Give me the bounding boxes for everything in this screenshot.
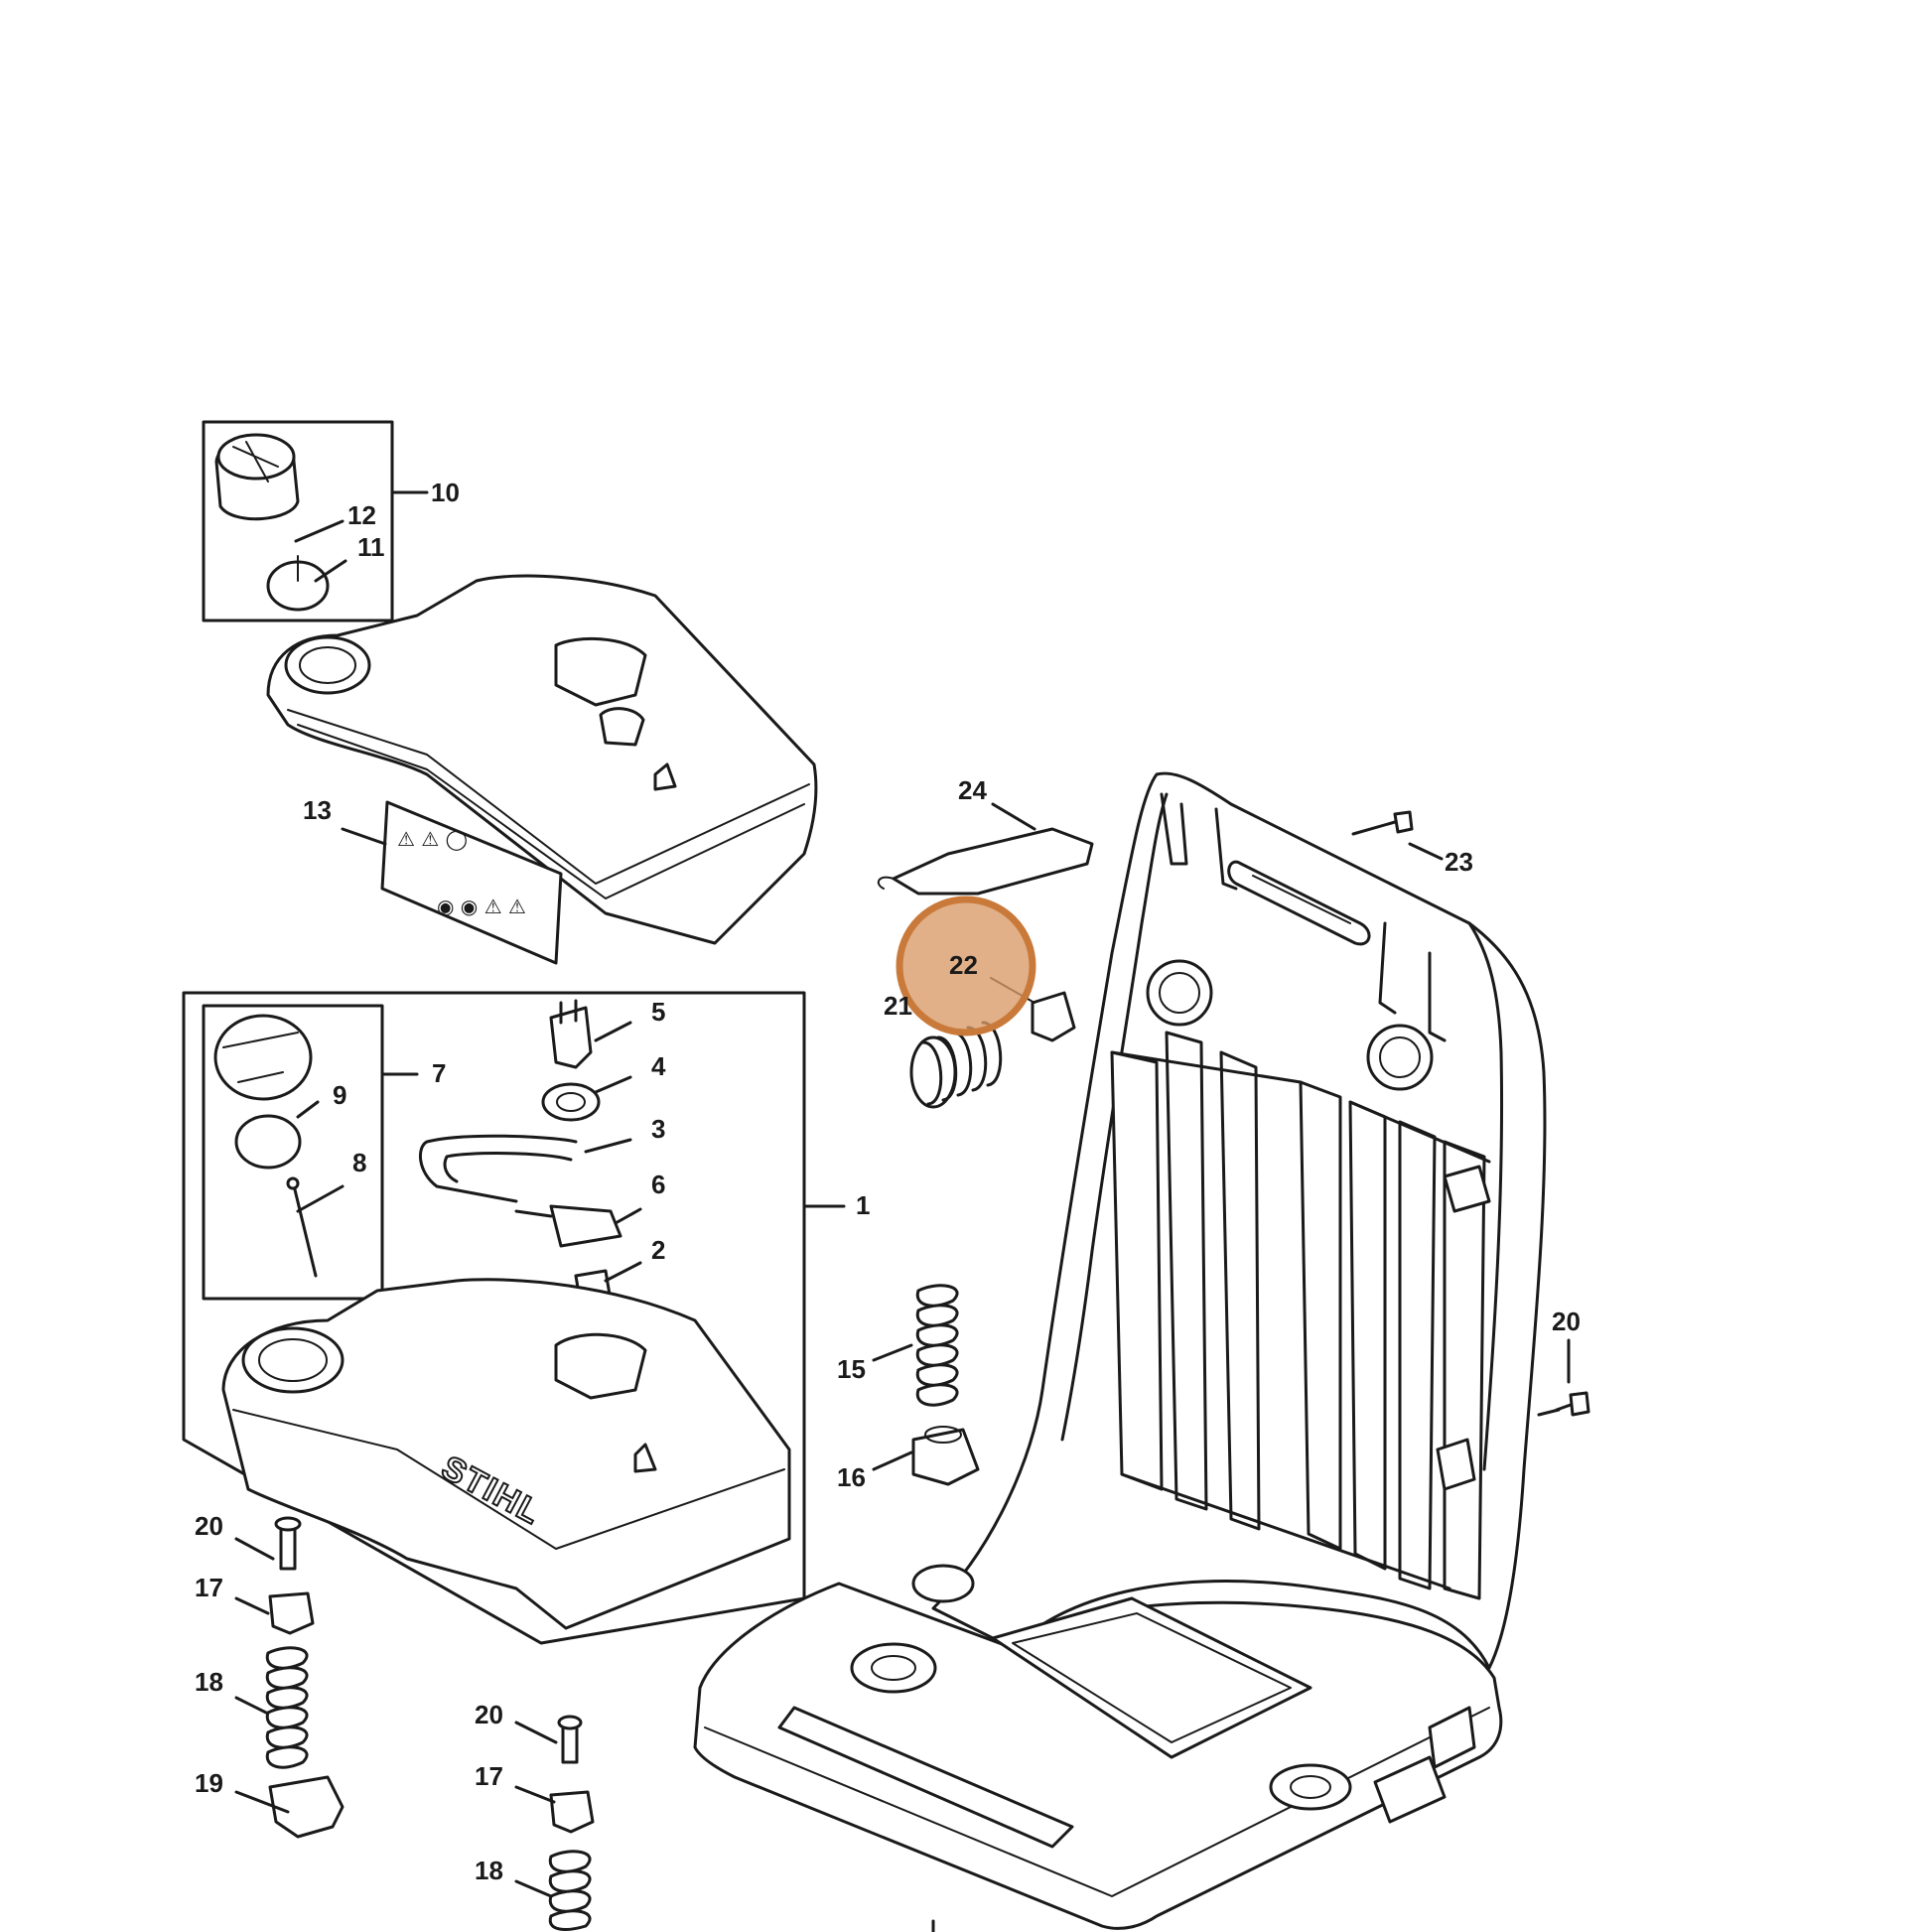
part-label-11[interactable]: 11 (357, 532, 385, 562)
part-label-17-left[interactable]: 17 (195, 1573, 223, 1602)
part-label-20-left[interactable]: 20 (195, 1511, 223, 1541)
part-number-labels: 10 12 11 13 24 23 22 21 5 4 7 9 3 8 6 1 … (195, 478, 1581, 1885)
warning-symbol-row-2: ◉ ◉ ⚠ ⚠ (437, 895, 526, 918)
part-label-9[interactable]: 9 (333, 1080, 346, 1110)
part-label-1[interactable]: 1 (856, 1190, 870, 1220)
part-label-23[interactable]: 23 (1445, 847, 1473, 877)
part-label-21[interactable]: 21 (884, 991, 912, 1021)
part-label-4[interactable]: 4 (651, 1051, 666, 1081)
part-label-13[interactable]: 13 (303, 795, 332, 825)
highlight-circle-part-22[interactable] (896, 896, 1036, 1036)
part-label-20-right[interactable]: 20 (1552, 1307, 1581, 1336)
part-label-2[interactable]: 2 (651, 1235, 665, 1265)
part-label-7[interactable]: 7 (432, 1058, 446, 1088)
warning-symbol-row-1: ⚠ ⚠ ◯ (397, 827, 468, 851)
part-label-8[interactable]: 8 (352, 1148, 366, 1177)
small-parts (265, 810, 1590, 1931)
spring-21 (909, 1021, 1003, 1109)
part-label-19[interactable]: 19 (195, 1768, 223, 1798)
part-label-17-mid[interactable]: 17 (475, 1761, 503, 1791)
part-label-22[interactable]: 22 (949, 950, 978, 980)
tank-assembly-top: ⚠ ⚠ ◯ ◉ ◉ ⚠ ⚠ (202, 420, 818, 965)
part-label-20-mid[interactable]: 20 (475, 1700, 503, 1729)
backpack-frame (693, 771, 1547, 1932)
part-label-18-left[interactable]: 18 (195, 1667, 223, 1697)
spring-15 (915, 1284, 959, 1407)
part-label-24[interactable]: 24 (958, 775, 987, 805)
tank-assembly-bottom: STIHL (182, 991, 806, 1645)
part-label-3[interactable]: 3 (651, 1114, 665, 1144)
part-label-15[interactable]: 15 (837, 1354, 866, 1384)
spring-18-left (265, 1646, 309, 1769)
part-label-18-mid[interactable]: 18 (475, 1856, 503, 1885)
part-label-6[interactable]: 6 (651, 1170, 665, 1199)
part-label-16[interactable]: 16 (837, 1462, 866, 1492)
part-label-12[interactable]: 12 (347, 500, 376, 530)
leader-lines (234, 490, 1571, 1898)
part-label-5[interactable]: 5 (651, 997, 665, 1027)
part-label-10[interactable]: 10 (431, 478, 460, 507)
